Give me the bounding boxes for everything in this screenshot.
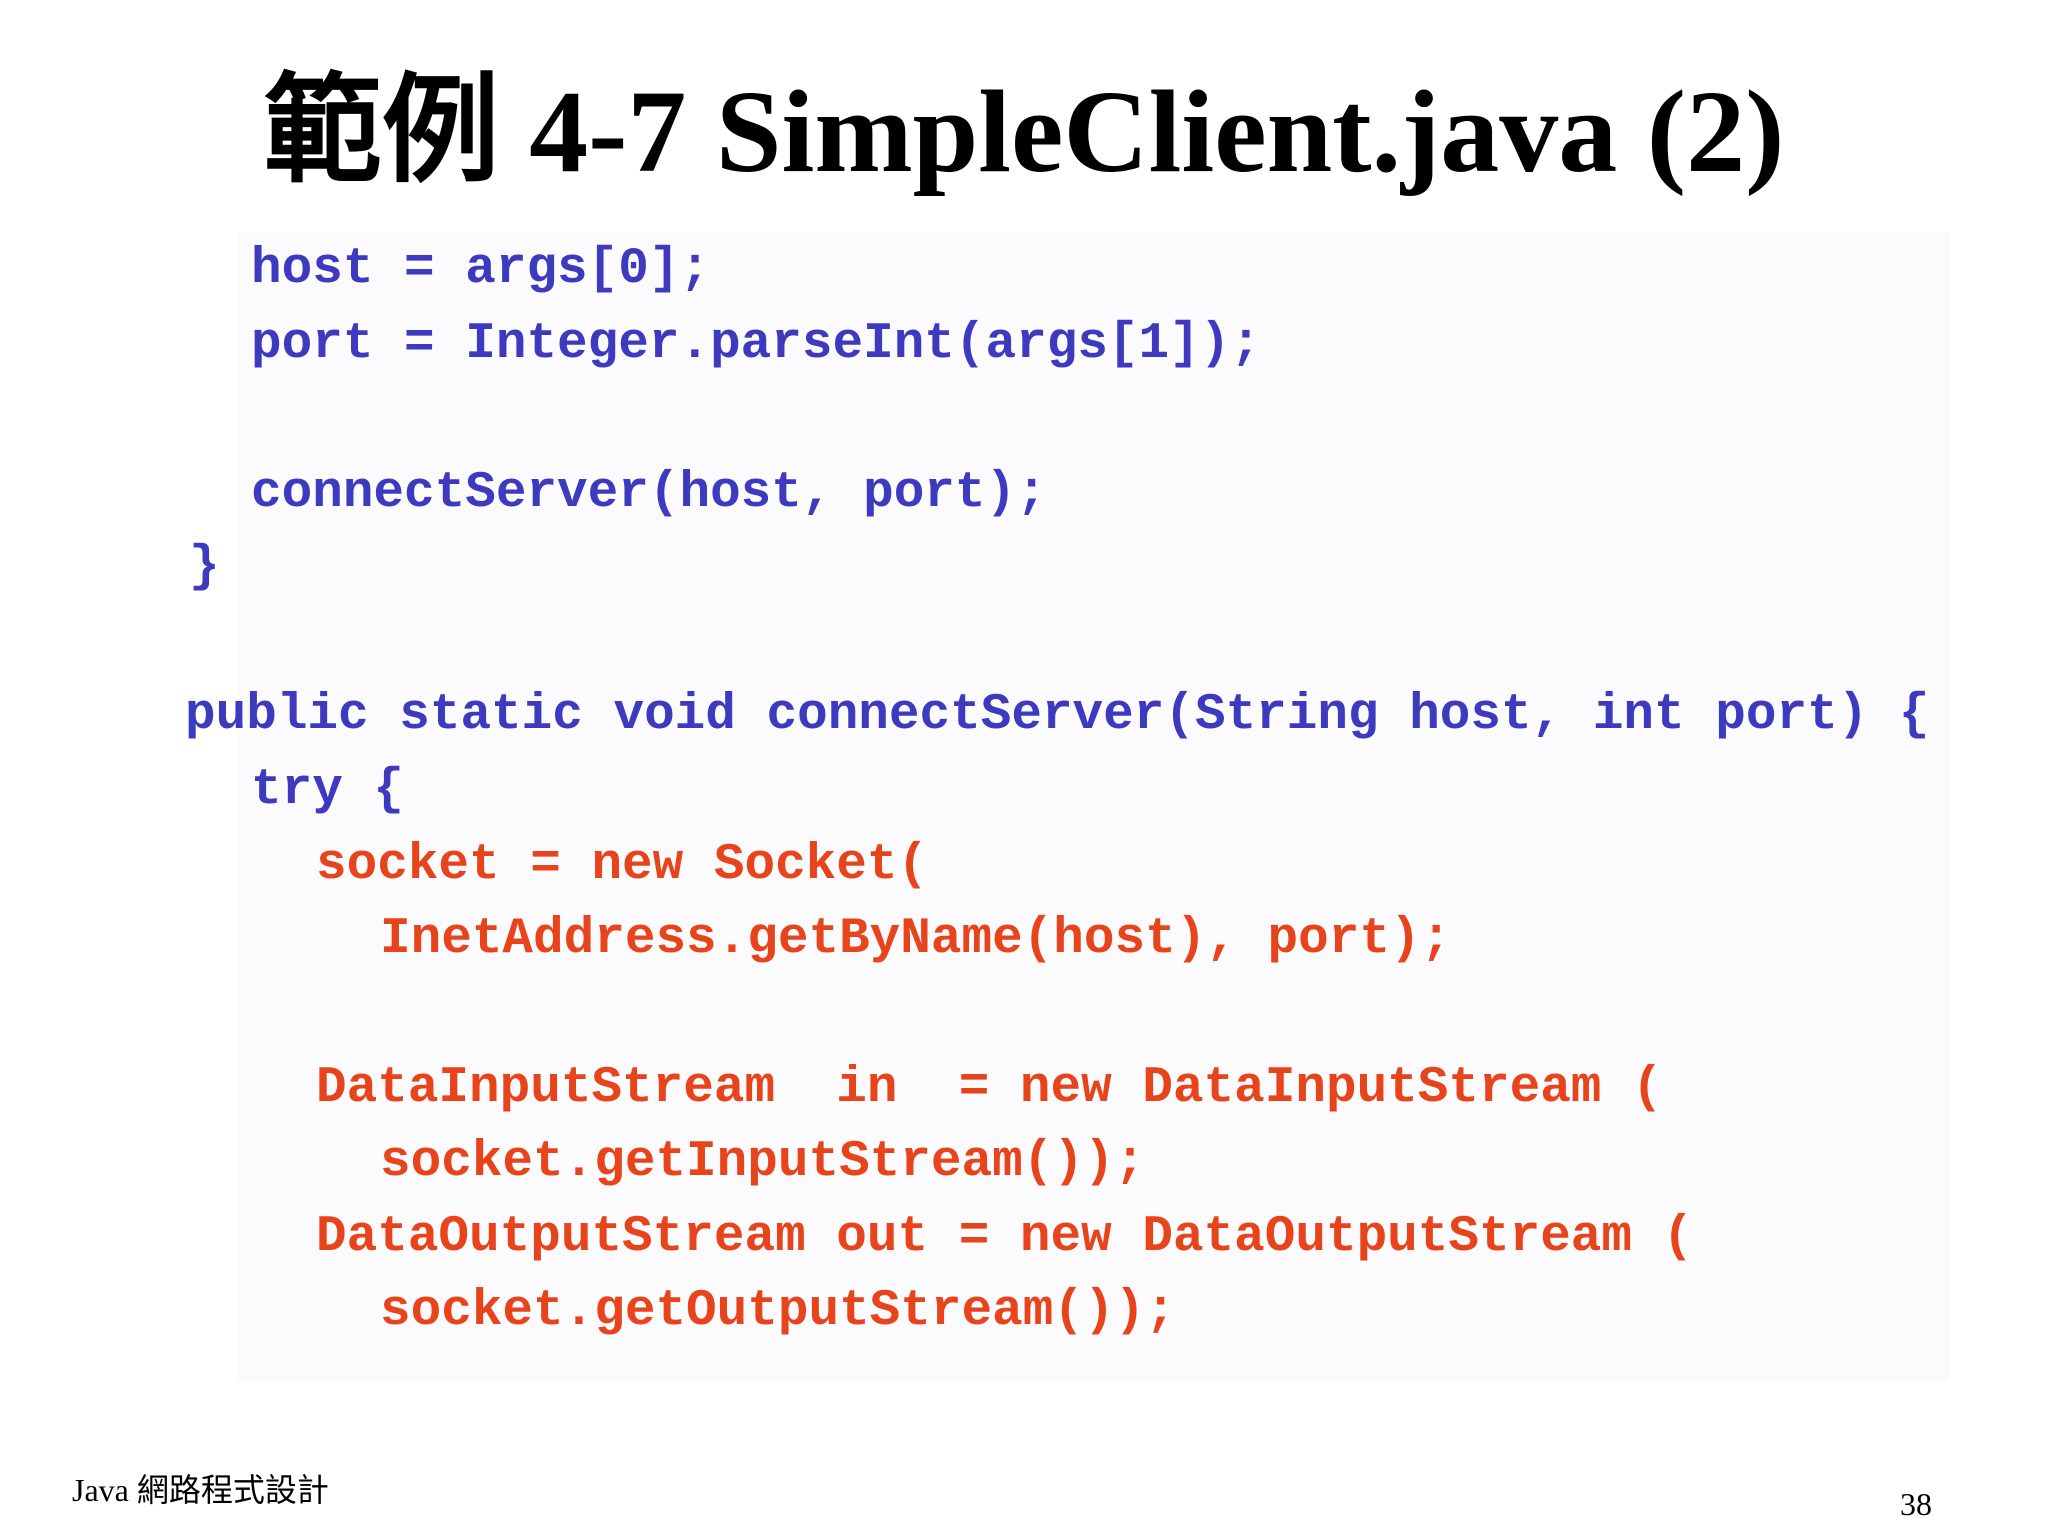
code-line: DataOutputStream out = new DataOutputStr… bbox=[316, 1209, 1694, 1266]
code-line: socket.getInputStream()); bbox=[380, 1134, 1146, 1191]
code-line: public static void connectServer(String … bbox=[185, 687, 1930, 744]
code-line: socket = new Socket( bbox=[316, 837, 929, 894]
code-line: connectServer(host, port); bbox=[251, 465, 1047, 522]
code-line: try { bbox=[251, 762, 405, 819]
code-line: host = args[0]; bbox=[251, 241, 711, 298]
slide-title: 範例 4-7 SimpleClient.java (2) bbox=[263, 66, 1785, 197]
code-line: InetAddress.getByName(host), port); bbox=[380, 911, 1452, 968]
code-line: port = Integer.parseInt(args[1]); bbox=[251, 316, 1261, 373]
code-line: socket.getOutputStream()); bbox=[380, 1283, 1176, 1340]
code-block bbox=[238, 232, 1950, 1382]
code-line: } bbox=[189, 539, 220, 596]
page-number: 38 bbox=[1900, 1486, 1932, 1522]
footer-course-title: Java 網路程式設計 bbox=[72, 1472, 329, 1508]
code-line: DataInputStream in = new DataInputStream… bbox=[316, 1060, 1663, 1117]
